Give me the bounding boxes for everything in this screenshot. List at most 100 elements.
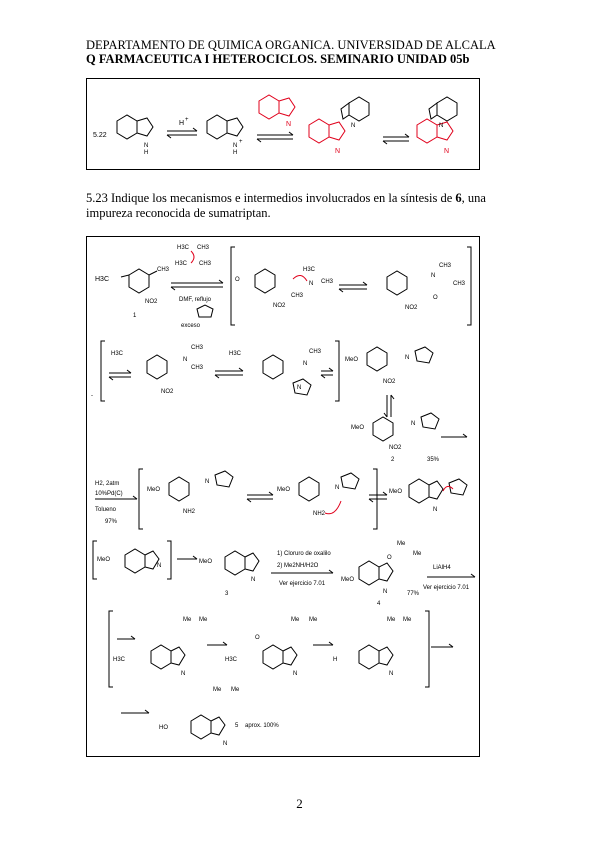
c4-meo: MeO [341,577,354,583]
c2-no2: NO2 [389,445,402,451]
tetrahedral-intermediate: H3C N Me Me O [225,617,318,677]
int1-ch3: CH3 [321,279,334,285]
header-department: DEPARTAMENTO DE QUIMICA ORGANICA. UNIVER… [86,38,496,52]
ester-tryptamine: H3C N Me Me [113,617,208,677]
ti-me2: Me [309,617,318,623]
int1-ch3-b: CH3 [291,293,304,299]
ind-nh: N [433,507,437,513]
indoline-intermediate: MeO N [389,478,468,513]
an-meo: MeO [147,487,160,493]
imin-ch3-b: CH3 [191,365,204,371]
int1-h3c: H3C [303,267,316,273]
ai-nh2: NH2 [313,511,326,517]
reagent-h3c-1: H3C [177,245,190,251]
dimer-nh: N [351,123,355,129]
question-suffix: , una impureza reconocida de sumatriptan… [86,191,486,220]
compound-3-number: 3 [225,591,229,597]
hydrogenation-solvent: Tolueno [95,507,117,513]
enium-no2: NO2 [383,379,396,385]
ie-meo: MeO [97,557,110,563]
product-red-n: N [444,148,449,155]
pyrrolidine-excess: exceso [181,323,201,329]
compound-1-number: 1 [133,313,137,319]
proton-reagent: H [179,120,184,127]
int2-n: N [431,273,435,279]
c5-nh: N [223,741,227,747]
acylation-step-2: 2) Me2NH/H2O [277,563,319,569]
compound-4-number: 4 [377,601,381,607]
indolium-n-label: N [233,143,237,149]
scheme-5-23-box: H3C CH3 NO2 1 H3C CH3 H3C CH3 DMF, reflu… [86,236,480,757]
et-me2: Me [199,617,208,623]
at-me1: Me [387,617,396,623]
int1-n: N [309,281,313,287]
dimer-red-n: N [335,148,340,155]
int1-no2: NO2 [273,303,286,309]
row1-h3c-label: H3C [95,276,109,283]
row1-ch3-label: CH3 [157,267,170,273]
c4-me1: Me [397,541,406,547]
indole-n-label: N [144,143,148,149]
dmf-dma-reagent: H3C CH3 H3C CH3 [175,245,212,267]
reagent-ch3-2: CH3 [199,261,212,267]
int2-o: O [433,295,438,301]
aniline-iminium: MeO N NH2 [277,472,360,517]
compound-4-yield: 77% [407,591,420,597]
et-h3c: H3C [113,657,126,663]
product-nh: N [439,123,443,129]
c2-n: N [411,421,415,427]
at-nh: N [389,671,393,677]
indolium-structure: N H + [206,114,244,156]
compound-5-number: 5 [235,723,239,729]
pyrrolidine-adduct: H3C CH3 N N [229,349,322,396]
hydrogenation-yield: 97% [105,519,118,525]
scheme-5-22-number: 5.22 [93,132,107,139]
c4-o: O [387,555,392,561]
an-nh2: NH2 [183,509,196,515]
reagent-ch3-1: CH3 [197,245,210,251]
ind-meo: MeO [389,489,402,495]
enium-n: N [405,355,409,361]
question-5-23: 5.23 Indique los mecanismos e intermedio… [86,191,506,221]
question-prefix: 5.23 Indique los mecanismos e intermedio… [86,191,456,205]
adduct-pyrr-n: N [297,385,301,391]
ai-n: N [335,485,339,491]
compound-5-structure: HO N Me Me 5 aprox. 100% [159,687,279,747]
indole-h-label: H [144,150,148,156]
compound-2-yield: 35% [427,457,440,463]
indole-structure: N H [116,114,154,156]
imin-n: N [183,357,187,363]
c5-me2: Me [231,687,240,693]
at-me2: Me [403,617,412,623]
scheme-5-23-svg: H3C CH3 NO2 1 H3C CH3 H3C CH3 DMF, reflu… [91,245,476,747]
int2-ch3-b: CH3 [453,281,466,287]
int1-o: O [235,277,240,283]
ai-meo: MeO [277,487,290,493]
ie-n: N [157,563,161,569]
intermediate-adduct: N CH3 CH3 NO2 O [386,263,466,311]
reduction-reference: Ver ejercicio 7.01 [423,585,470,591]
imin-h3c: H3C [111,351,124,357]
scheme-5-22-box: 5.22 N H H + N H + N [86,78,480,170]
ti-o: O [255,635,260,641]
ti-me1: Me [291,617,300,623]
hydrogenation-h2: H2, 2atm [95,481,119,487]
row1-no2-label: NO2 [145,299,158,305]
red-indole-n: N [286,121,291,128]
enium-meo: MeO [345,357,358,363]
c4-nh: N [383,589,387,595]
enamine-iminium: MeO N NO2 [345,346,434,385]
compound-2-number: 2 [391,457,395,463]
acylation-reference: Ver ejercicio 7.01 [279,581,326,587]
compound-2-structure: MeO N NO2 2 35% [351,412,440,463]
dimer-product: N N [416,96,458,155]
c5-ho: HO [159,725,168,731]
ti-nh: N [293,671,297,677]
aniline-enamine: MeO N NH2 [147,470,234,515]
adduct-h3c: H3C [229,351,242,357]
question-compound: 6 [455,191,462,205]
hydrogenation-pd: 10%Pd(C) [95,491,123,497]
an-n: N [205,479,209,485]
c4-me2: Me [413,551,422,557]
scheme-5-22-svg: 5.22 N H H + N H + N [93,94,458,156]
